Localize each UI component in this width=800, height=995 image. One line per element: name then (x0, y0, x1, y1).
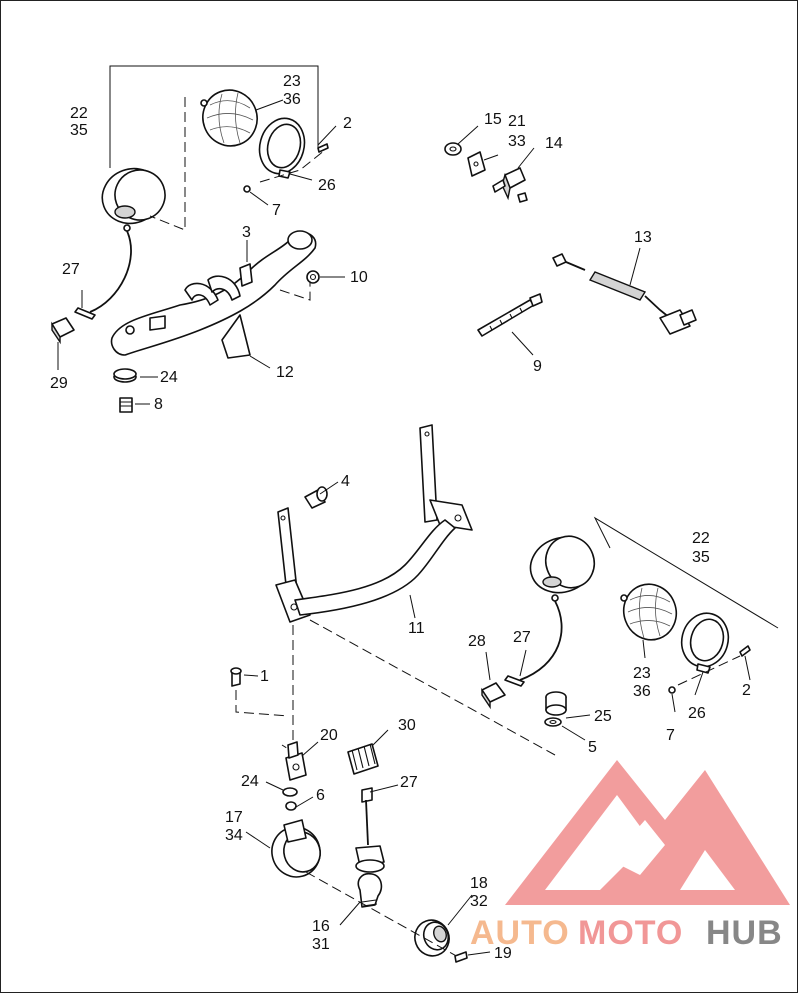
automotohub-wordmark: AUTO MOTO HUB (470, 914, 783, 952)
callout-10: 10 (350, 269, 368, 286)
trim-ring-upper (258, 117, 306, 179)
callout-14: 14 (545, 135, 563, 152)
callout-27-lower: 27 (513, 629, 531, 646)
callout-18: 18 (470, 875, 488, 892)
callout-labels: 22 35 23 36 2 26 7 15 21 33 14 3 10 27 2… (50, 73, 751, 962)
switch-group (444, 142, 528, 203)
callout-36: 36 (283, 91, 301, 108)
callout-34: 34 (225, 827, 243, 844)
sealed-beam-upper (200, 89, 258, 147)
trim-ring-lower (680, 612, 730, 674)
lower-lamp-group (481, 516, 779, 727)
callout-6: 6 (316, 787, 325, 804)
callout-30: 30 (398, 717, 416, 734)
callout-24-lower: 24 (241, 773, 259, 790)
callout-16: 16 (312, 918, 330, 935)
callout-20: 20 (320, 727, 338, 744)
logo-inner-m (610, 820, 665, 875)
callout-17: 17 (225, 809, 243, 826)
lamp-bar-11 (275, 424, 556, 756)
callout-24: 24 (160, 369, 178, 386)
callout-4: 4 (341, 473, 350, 490)
callout-3: 3 (242, 224, 251, 241)
callout-12: 12 (276, 364, 294, 381)
callout-2-lower: 2 (742, 682, 751, 699)
callout-1: 1 (260, 668, 269, 685)
callout-28: 28 (468, 633, 486, 650)
callout-9: 9 (533, 358, 542, 375)
wordmark-moto: MOTO (578, 914, 683, 952)
wordmark-hub: HUB (706, 914, 783, 952)
callout-7: 7 (272, 202, 281, 219)
callout-26-lower: 26 (688, 705, 706, 722)
leader-lines (57, 99, 751, 956)
callout-13: 13 (634, 229, 652, 246)
wordmark-auto: AUTO (470, 914, 570, 952)
callout-22: 22 (70, 105, 88, 122)
callout-23: 23 (283, 73, 301, 90)
callout-7-lower: 7 (666, 727, 675, 744)
callout-23-lower: 23 (633, 665, 651, 682)
callout-27: 27 (62, 261, 80, 278)
callout-15: 15 (484, 111, 502, 128)
callout-29: 29 (50, 375, 68, 392)
callout-8: 8 (154, 396, 163, 413)
callout-25: 25 (594, 708, 612, 725)
callout-2: 2 (343, 115, 352, 132)
lamp-bar-bracket-upper (110, 230, 317, 359)
callout-33: 33 (508, 133, 526, 150)
marker-housing-17 (271, 819, 321, 878)
connector-29 (51, 317, 75, 345)
lamp-housing-lower (529, 535, 596, 602)
callout-5: 5 (588, 739, 597, 756)
callout-35-lower: 35 (692, 549, 710, 566)
sealed-beam-lower (620, 583, 678, 641)
callout-31: 31 (312, 936, 330, 953)
callout-27-bottom: 27 (400, 774, 418, 791)
small-parts-group (230, 667, 468, 963)
callout-36-lower: 36 (633, 683, 651, 700)
automotohub-logo (505, 760, 790, 905)
upper-lamp-group (51, 65, 329, 345)
callout-21: 21 (508, 113, 526, 130)
callout-11: 11 (408, 620, 425, 637)
callout-32: 32 (470, 893, 488, 910)
callout-35: 35 (70, 122, 88, 139)
lamp-housing-upper (101, 167, 166, 232)
cable-tie-9 (477, 293, 543, 337)
callout-19: 19 (494, 945, 512, 962)
callout-22-lower: 22 (692, 530, 710, 547)
callout-26: 26 (318, 177, 336, 194)
wiring-harness-13 (552, 253, 697, 335)
